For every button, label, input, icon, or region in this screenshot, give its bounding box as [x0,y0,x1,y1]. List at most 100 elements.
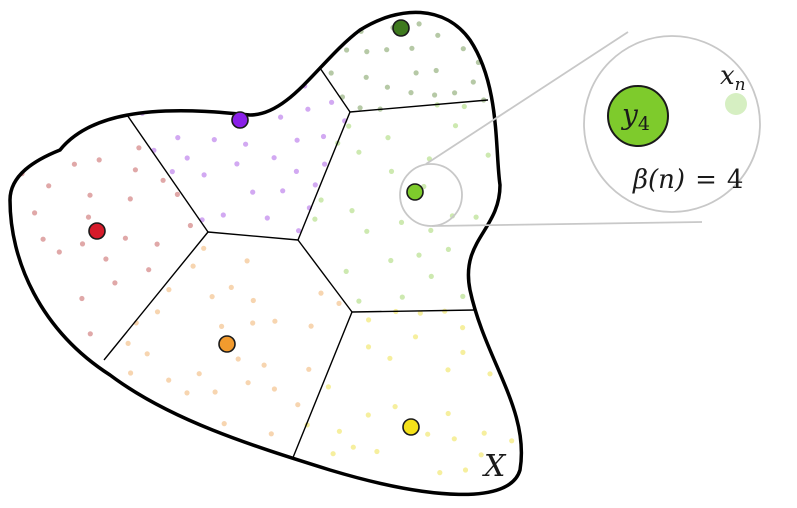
sample-point-purple [161,101,167,108]
sample-point-yellow [412,334,419,340]
cell-edge [291,311,353,461]
sample-point-darkgreen [452,90,458,96]
sample-point-yellow [460,325,466,331]
sample-point-purple [280,188,286,194]
sample-point-darkgreen [409,45,415,51]
sample-point-yellow [417,310,423,316]
sample-point-purple [254,105,261,111]
sample-point-red [85,214,92,220]
cell-edge [351,309,476,313]
sample-point-red [122,235,128,241]
cell-edge [349,99,489,113]
sample-point-red [112,280,118,286]
sample-point-orange [184,390,190,396]
sample-point-red [96,157,102,163]
sample-point-red [127,196,133,202]
assignment-label: β(n)=4 [632,165,743,195]
site-yellow [402,418,420,436]
sample-point-orange [128,370,134,376]
sample-point-darkgreen [380,6,385,11]
sample-point-orange [295,402,301,408]
sample-point-red [79,295,85,302]
sample-point-orange [250,320,256,326]
sample-point-orange [271,386,277,392]
sample-point-yellow [462,467,469,473]
sample-point-yellow [374,448,380,455]
sample-point-red [146,267,152,273]
sample-point-orange [221,421,227,427]
sample-point-purple [271,155,277,161]
sample-point-orange [196,371,202,377]
sample-point-orange [190,263,196,269]
sample-point-yellow [451,436,457,442]
sample-point-orange [261,362,267,368]
sample-point-lightgreen [388,168,395,174]
sample-point-purple [267,88,273,94]
sample-point-yellow [336,428,342,434]
sample-point-purple [296,228,302,234]
sample-point-lightgreen [445,246,451,252]
cell-edge [297,239,353,313]
sample-point-darkgreen [408,90,414,96]
sample-point-purple [230,97,237,103]
sample-point-red [31,210,38,216]
sample-point-purple [201,172,207,178]
sample-point-purple [184,155,190,161]
sample-point-red [160,177,166,183]
sample-point-lightgreen [485,152,491,158]
sample-point-lightgreen [346,123,352,129]
cell-edge [319,67,351,113]
sample-point-red [132,167,138,173]
sample-point-red [27,300,33,306]
site-lightgreen [406,183,424,201]
sample-point-red [187,222,193,229]
zoom-connector-bottom [431,221,703,227]
sample-point-yellow [392,404,398,410]
sample-point-red [40,236,46,242]
sample-point-purple [211,137,217,143]
sample-point-purple [293,168,299,174]
sample-point-yellow [445,367,451,373]
sample-point-purple [322,161,328,167]
sample-point-lightgreen [388,257,394,264]
sample-point-orange [228,284,234,290]
sample-point-red [46,183,52,189]
sample-point-purple [243,141,249,147]
sample-point-red [174,191,180,197]
sample-point-purple [294,137,300,143]
sample-point-red [87,192,93,198]
sample-point-orange [318,290,324,296]
sample-point-orange [306,366,312,372]
sample-point-orange [245,380,251,386]
sample-point-yellow [445,410,451,417]
sample-point-yellow [350,444,356,450]
sample-point-orange [250,297,256,304]
sample-point-orange [308,323,314,329]
sample-point-red [103,256,109,262]
sample-point-darkgreen [328,70,334,76]
sample-point-purple [169,169,175,175]
sample-point-orange [272,318,278,324]
sample-point-orange [212,389,218,395]
cell-edge [103,231,209,361]
sample-point-darkgreen [364,49,370,55]
zoom-connector-top [425,31,629,165]
zoom-magnified-circle [583,35,761,213]
sample-point-yellow [478,452,484,458]
sample-point-yellow [330,451,336,457]
sample-point-lightgreen [416,252,422,258]
sample-point-red [71,161,77,167]
sample-point-lightgreen [428,273,434,279]
sample-point-darkgreen [433,67,439,74]
sample-point-purple [264,215,270,221]
space-outline [8,10,524,497]
generator-sites [88,19,424,436]
sample-point-lightgreen [356,149,362,155]
site-darkgreen [392,19,410,37]
sample-point-yellow [325,384,331,390]
sample-point-lightgreen [343,268,349,274]
sample-point-purple [220,212,226,218]
sample-point-purple [312,182,318,188]
